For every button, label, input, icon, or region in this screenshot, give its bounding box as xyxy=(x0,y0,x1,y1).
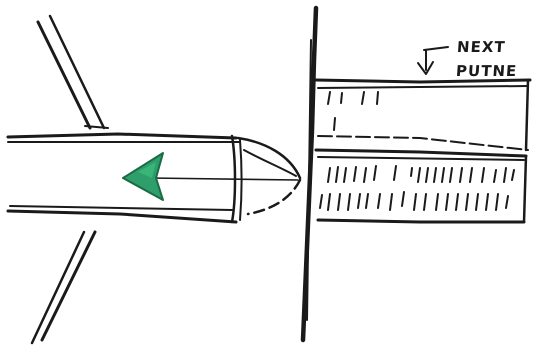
vertical-wall xyxy=(303,8,316,340)
lower-block xyxy=(316,150,526,222)
upper-block xyxy=(316,80,530,150)
label-pointer xyxy=(418,47,448,74)
left-arrow-icon xyxy=(123,153,163,200)
next-label: NEXT xyxy=(456,40,506,55)
lower-fin xyxy=(32,232,95,343)
nose-tip xyxy=(238,138,300,214)
upper-fin xyxy=(38,16,108,128)
center-line xyxy=(150,178,298,180)
putne-label: PUTNE xyxy=(455,64,517,79)
